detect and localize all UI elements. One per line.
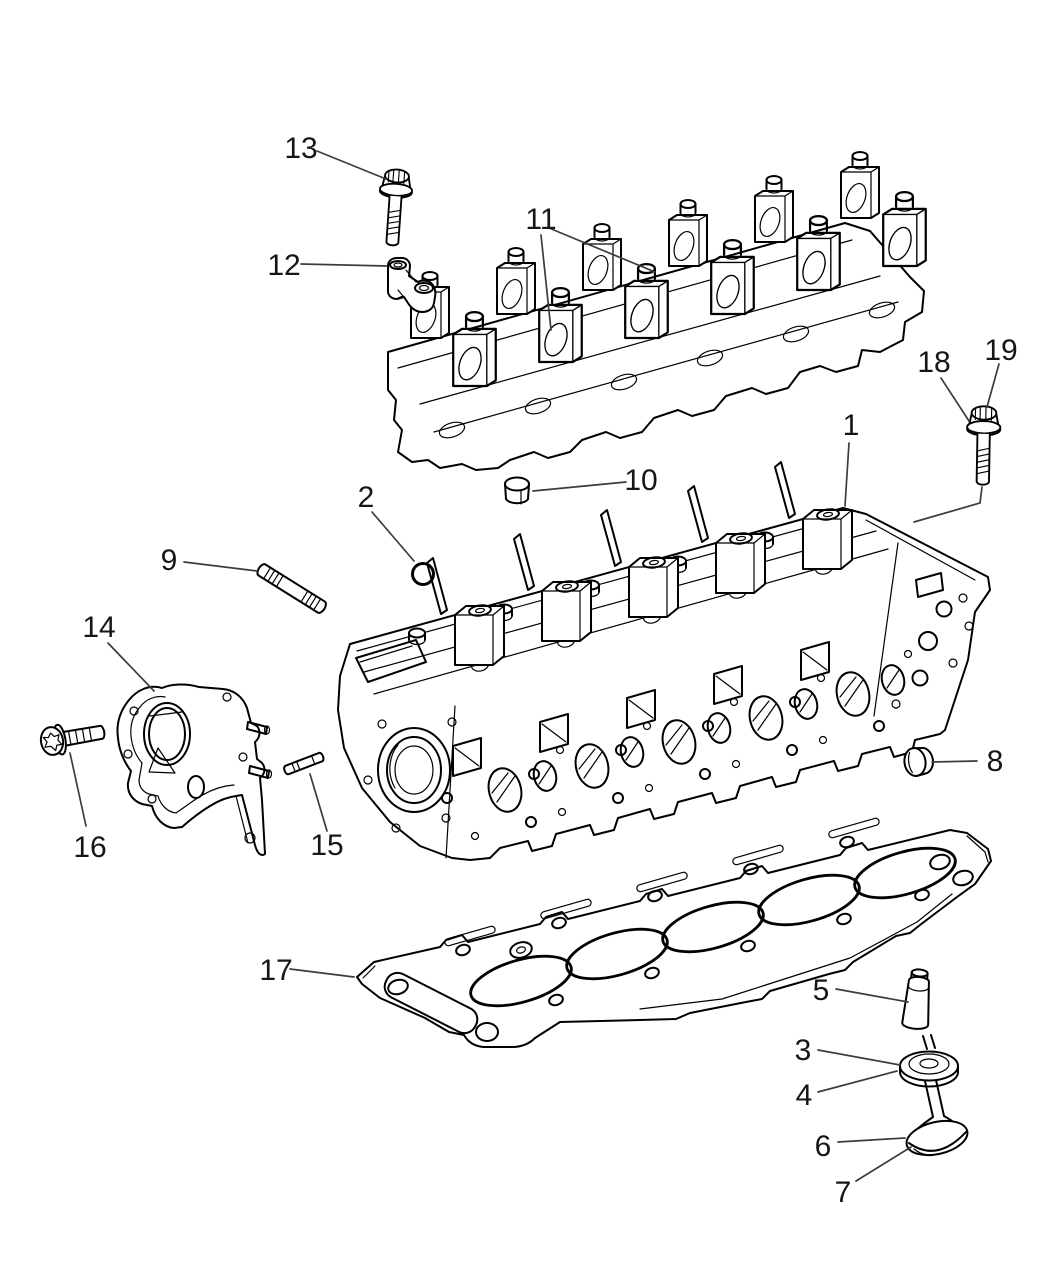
leader-1 <box>844 442 850 507</box>
leader-11a <box>548 227 656 273</box>
part-head-gasket <box>356 816 992 1048</box>
part-cup-plug-8 <box>903 747 934 777</box>
part-camshaft-carrier <box>387 151 927 471</box>
bearing-tower <box>582 223 622 291</box>
leader-19 <box>986 363 1000 408</box>
leader-15 <box>309 773 328 832</box>
leader-3 <box>817 1049 901 1066</box>
callout-5: 5 <box>813 974 830 1007</box>
callout-10: 10 <box>624 464 657 497</box>
valve-stem-upper <box>922 1034 936 1050</box>
leader-11b <box>540 234 552 331</box>
callout-8: 8 <box>987 745 1004 778</box>
cam-seal-bore <box>363 705 457 859</box>
callout-2: 2 <box>358 481 375 514</box>
callout-3: 3 <box>795 1034 812 1067</box>
injector-tower <box>628 555 679 618</box>
leader-6 <box>837 1137 906 1143</box>
leader-2 <box>371 511 415 562</box>
part-dowel-pin-15 <box>283 751 325 776</box>
leader-5 <box>835 988 909 1003</box>
callout-19: 19 <box>984 334 1017 367</box>
part-spring-seat-3-4 <box>899 1050 959 1088</box>
bearing-tower <box>496 247 536 315</box>
injector-tower <box>454 603 505 666</box>
leader-13 <box>316 150 387 180</box>
leader-10 <box>532 481 627 492</box>
callout-11: 11 <box>525 203 556 236</box>
part-clamp-12 <box>387 257 437 313</box>
callout-13: 13 <box>284 132 317 165</box>
callout-12: 12 <box>267 249 300 282</box>
callout-15: 15 <box>310 829 343 862</box>
part-cap-plug-10 <box>504 476 530 505</box>
cooling-slot <box>827 816 881 840</box>
part-torx-bolt-16 <box>39 723 106 756</box>
glow-plug-tip <box>600 509 622 567</box>
callout-7: 7 <box>835 1176 852 1209</box>
glow-plug-tip <box>774 461 796 519</box>
callout-16: 16 <box>73 831 106 864</box>
leader-4 <box>817 1070 898 1093</box>
injector-tower <box>715 531 766 594</box>
callout-6: 6 <box>815 1130 832 1163</box>
callout-9: 9 <box>161 544 178 577</box>
callout-1: 1 <box>843 409 860 442</box>
callout-4: 4 <box>796 1079 813 1112</box>
leader-9 <box>183 561 258 572</box>
bearing-tower <box>668 199 708 267</box>
leader-18 <box>940 377 970 422</box>
bearing-tower <box>840 151 880 219</box>
head-right-face <box>891 572 974 709</box>
callout-14: 14 <box>82 611 115 644</box>
leader-17 <box>289 968 355 978</box>
leader-14 <box>107 642 155 692</box>
part-valve-6-7 <box>905 1079 969 1157</box>
leader-8 <box>931 760 978 763</box>
bearing-tower <box>754 175 794 243</box>
part-seal-ring-2 <box>411 562 435 586</box>
injector-tower <box>541 579 592 642</box>
glow-plug-tip <box>687 485 709 543</box>
part-valve-stem-seal-5 <box>901 968 930 1030</box>
callout-18: 18 <box>917 346 950 379</box>
leader-16 <box>69 752 87 827</box>
cooling-slot <box>731 843 785 867</box>
part-bolt-13 <box>375 167 415 248</box>
leader-12 <box>300 263 388 267</box>
injector-tower <box>802 507 853 570</box>
callout-17: 17 <box>259 954 292 987</box>
leader-7 <box>855 1146 912 1182</box>
bearing-tower <box>882 190 927 268</box>
part-timing-cover <box>116 683 273 856</box>
part-stud-9 <box>256 563 327 614</box>
part-cylinder-head <box>337 461 991 861</box>
part-bolt-18-19 <box>965 405 1002 486</box>
glow-plug-tip <box>513 533 535 591</box>
bolt-18-alignment-line <box>913 486 983 523</box>
